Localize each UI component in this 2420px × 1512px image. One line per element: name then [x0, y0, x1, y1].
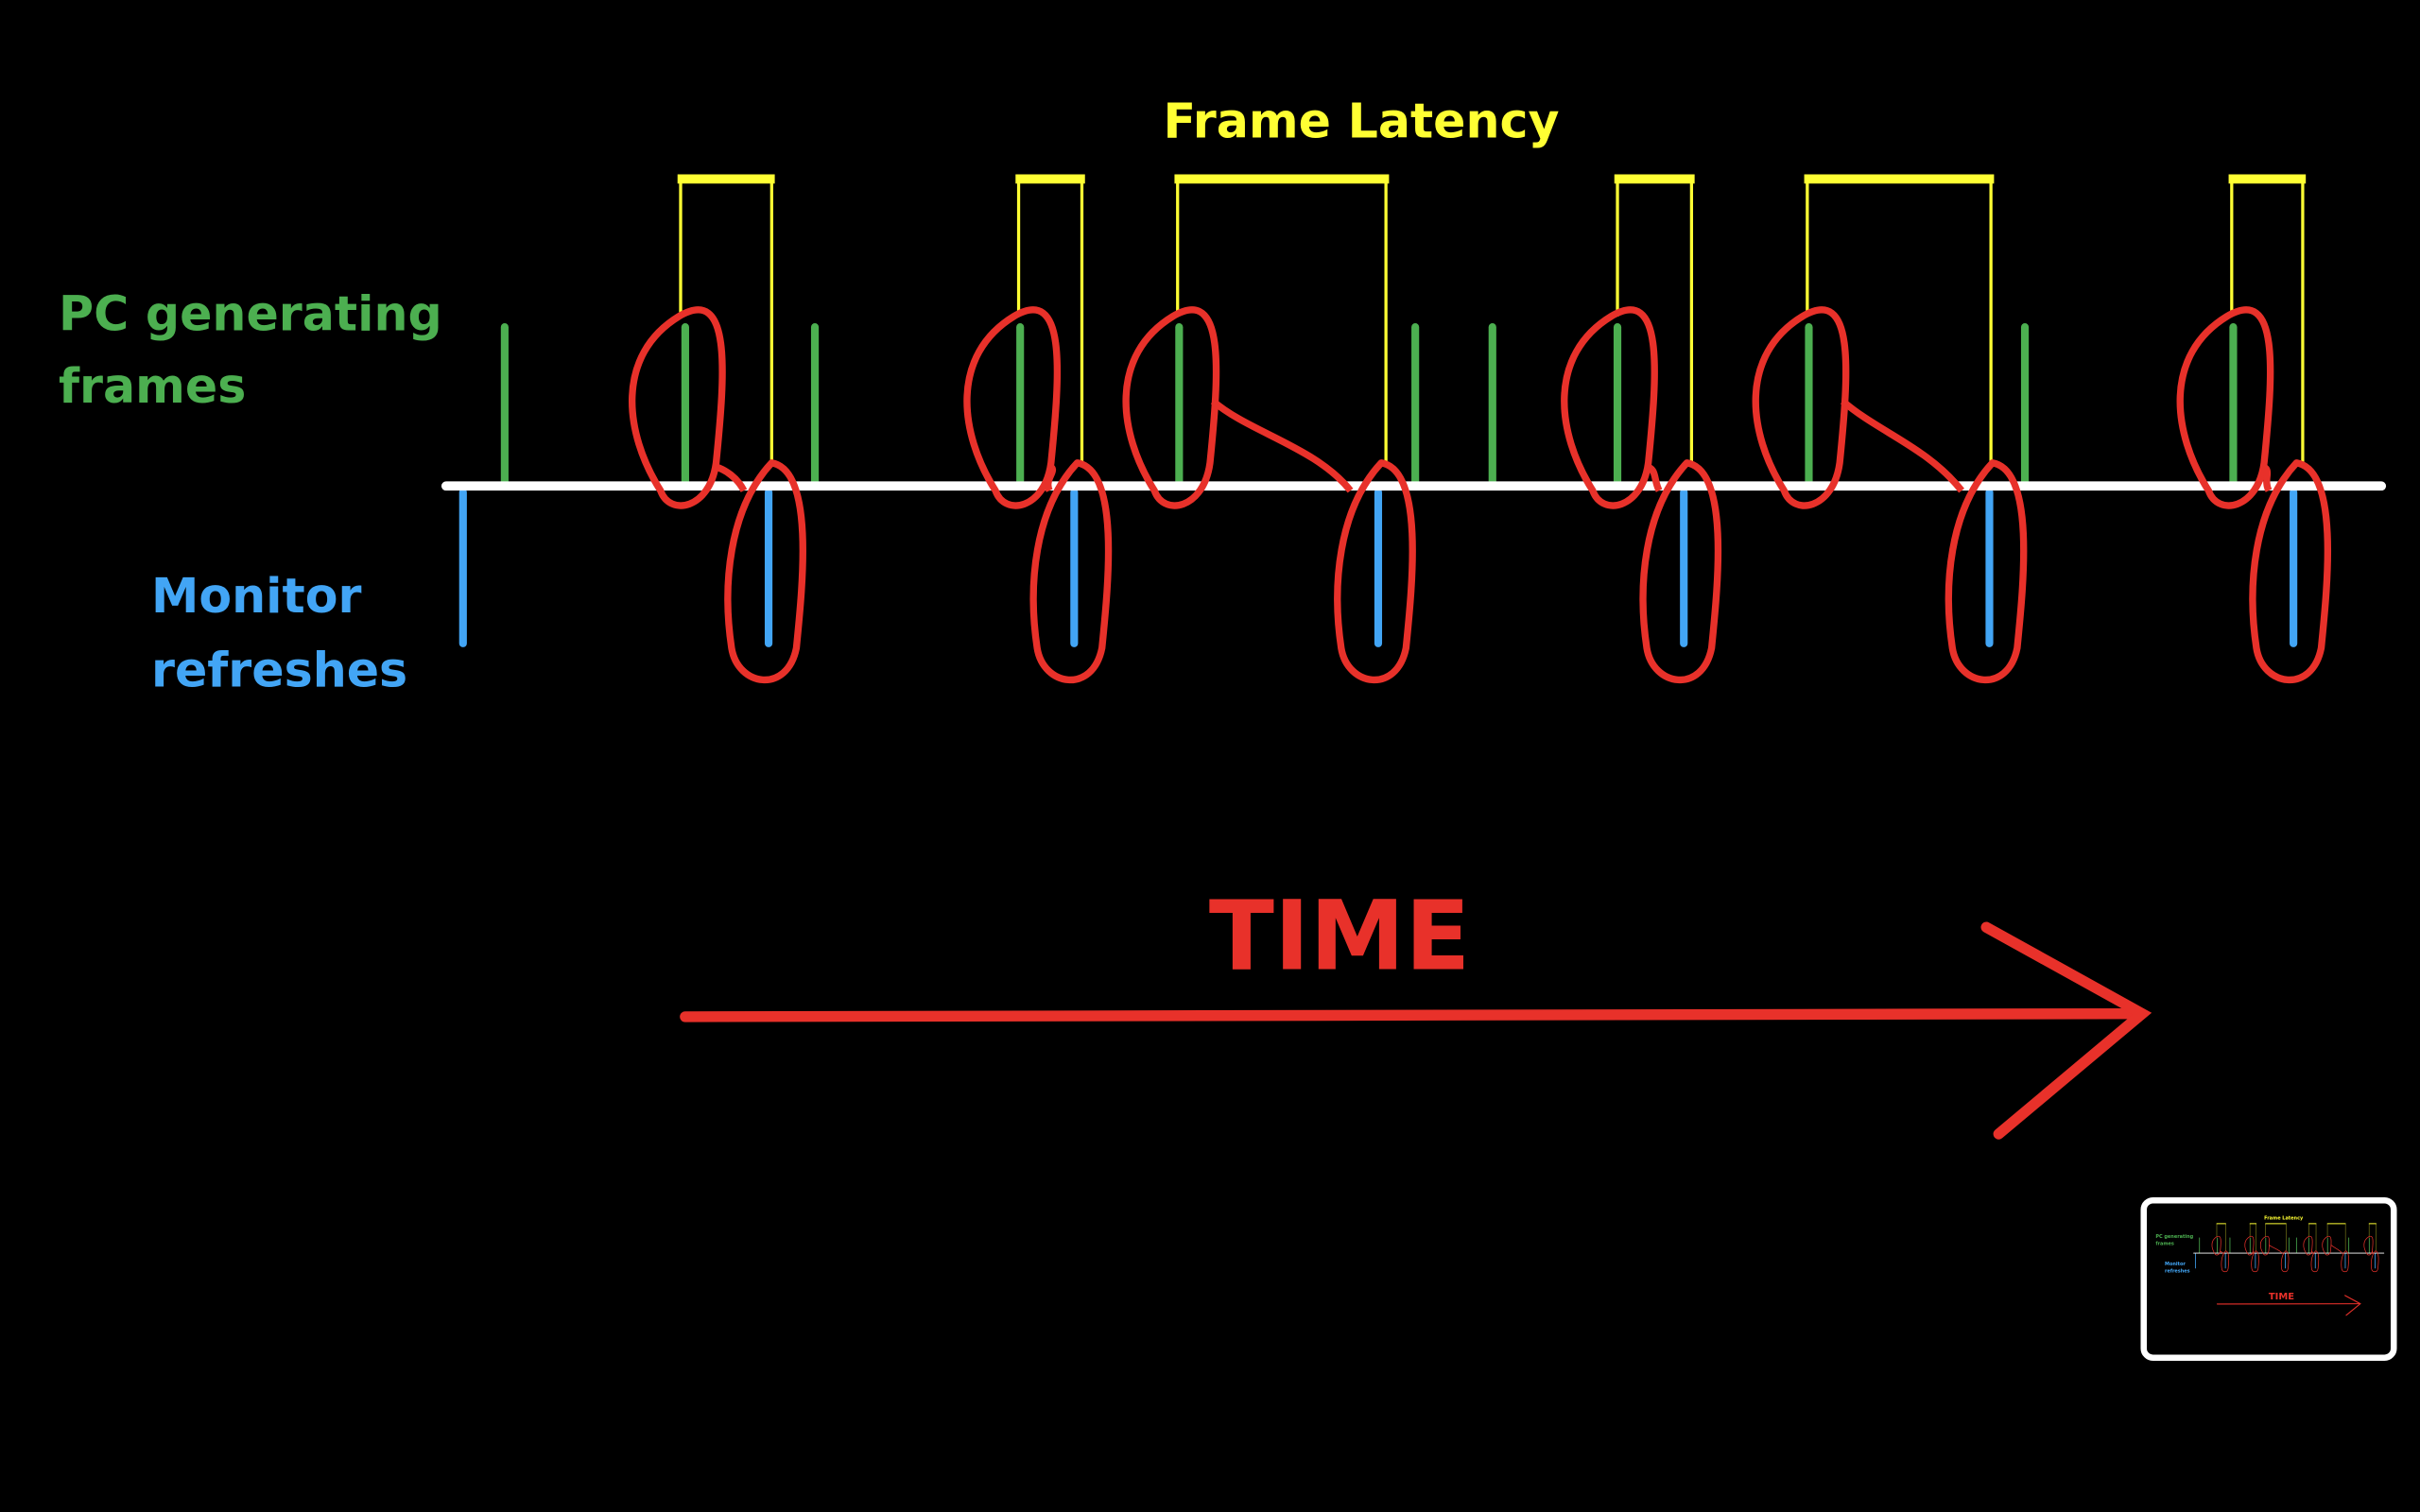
- monitor-refreshes-label: Monitor: [151, 568, 361, 624]
- frame-latency-diagram: Frame Latency PC generating frames Monit…: [59, 93, 2387, 1140]
- latency-bracket: [2228, 174, 2307, 463]
- frame-loop: [1752, 306, 1850, 509]
- monitor-refreshes-label-2: refreshes: [151, 643, 407, 698]
- loop-connector: [1045, 462, 1057, 492]
- loop-connector: [1644, 462, 1663, 492]
- refresh-loop: [1334, 459, 1416, 684]
- refresh-loop: [1945, 459, 2028, 684]
- loop-connector: [1210, 398, 1354, 493]
- highlight-loops: [629, 306, 2332, 684]
- pc-frames-label-2: frames: [59, 358, 246, 414]
- frame-loop: [629, 306, 726, 509]
- latency-highlight: [1122, 306, 1416, 684]
- latency-bracket: [1614, 174, 1695, 463]
- latency-highlight: [2176, 306, 2332, 684]
- latency-bracket: [677, 174, 775, 463]
- slide-thumbnail[interactable]: [2140, 1196, 2397, 1362]
- frame-loop: [1122, 306, 1220, 509]
- frame-ticks: [500, 323, 2238, 486]
- refresh-ticks: [458, 488, 2298, 647]
- pc-frames-label: PC generating: [59, 285, 442, 341]
- loop-connector: [1840, 398, 1964, 493]
- latency-bracket: [1804, 174, 1995, 463]
- refresh-loop: [1639, 459, 1722, 684]
- latency-brackets: [677, 174, 2307, 463]
- loop-connector: [2259, 462, 2273, 492]
- time-label: TIME: [1209, 880, 1471, 991]
- latency-highlight: [629, 306, 806, 684]
- refresh-loop: [2249, 459, 2332, 684]
- latency-highlight: [963, 306, 1113, 684]
- frame-loop: [963, 306, 1062, 509]
- latency-bracket: [1174, 174, 1390, 463]
- frame-loop: [1561, 306, 1658, 509]
- refresh-loop: [724, 459, 806, 684]
- time-arrow: [680, 921, 2152, 1140]
- latency-highlight: [1752, 306, 2028, 684]
- latency-bracket: [1015, 174, 1085, 463]
- frame-loop: [2176, 306, 2274, 509]
- refresh-loop: [1029, 459, 1113, 684]
- latency-highlight: [1561, 306, 1722, 684]
- loop-connector: [712, 462, 748, 492]
- diagram-title: Frame Latency: [1163, 93, 1559, 148]
